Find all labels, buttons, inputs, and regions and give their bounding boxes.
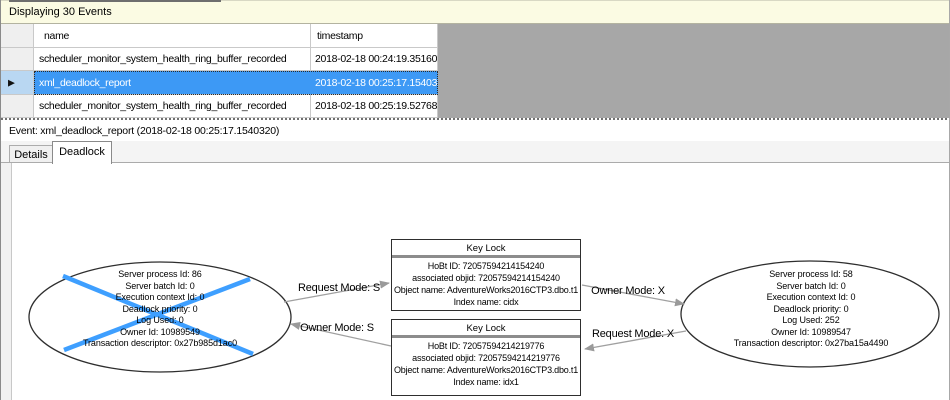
resource-title: Key Lock xyxy=(392,320,580,338)
edge-label-owner-x: Owner Mode: X xyxy=(591,285,665,297)
resource-attr: associated objid: 72057594214219776 xyxy=(412,353,560,363)
process-attr: Server batch Id: 0 xyxy=(776,280,846,291)
resource-attr: HoBt ID: 72057594214219776 xyxy=(427,341,545,351)
current-row-marker-icon: ▶ xyxy=(8,77,15,87)
resource-node-key-lock-top[interactable]: Key Lock HoBt ID: 72057594214154240 asso… xyxy=(391,239,581,311)
process-attr: Deadlock priority: 0 xyxy=(122,303,198,314)
cell-name[interactable]: scheduler_monitor_system_health_ring_buf… xyxy=(34,48,311,71)
cell-timestamp-text: 2018-02-18 00:24:19.3516078 xyxy=(315,53,438,65)
cell-timestamp[interactable]: 2018-02-18 00:25:17.1540320 xyxy=(311,71,438,95)
resource-title: Key Lock xyxy=(392,240,580,258)
cell-name-text: scheduler_monitor_system_health_ring_buf… xyxy=(39,53,287,65)
tab-details[interactable]: Details xyxy=(9,145,53,163)
info-bar: Displaying 30 Events xyxy=(1,0,949,24)
resource-attr: Index name: cidx xyxy=(453,297,519,307)
row-header-cell[interactable] xyxy=(1,48,34,71)
process-attr: Transaction descriptor: 0x27b985d1ac0 xyxy=(82,338,238,348)
resource-attr: associated objid: 72057594214154240 xyxy=(412,273,560,283)
column-header-name-label: name xyxy=(44,29,70,42)
cell-name[interactable]: xml_deadlock_report xyxy=(34,71,311,95)
events-grid: name timestamp scheduler_monitor_system_… xyxy=(1,24,438,118)
process-attr: Owner Id: 10989547 xyxy=(771,326,851,337)
cell-timestamp-text: 2018-02-18 00:25:17.1540320 xyxy=(315,76,438,89)
info-bar-text: Displaying 30 Events xyxy=(9,6,112,18)
table-row[interactable]: scheduler_monitor_system_health_ring_buf… xyxy=(1,48,438,71)
grid-corner-cell xyxy=(1,24,34,48)
grid-header-row: name timestamp xyxy=(1,24,438,48)
resource-node-key-lock-bottom[interactable]: Key Lock HoBt ID: 72057594214219776 asso… xyxy=(391,319,581,396)
resource-attr: Index name: idx1 xyxy=(453,377,519,387)
victim-cross-icon xyxy=(63,276,251,353)
process-ellipse-survivor[interactable] xyxy=(680,260,940,368)
process-node-victim[interactable]: Server process Id: 86 Server batch Id: 0… xyxy=(40,269,280,350)
resource-attr: Object name: AdventureWorks2016CTP3.dbo.… xyxy=(393,285,579,295)
edge-request-x xyxy=(584,330,687,352)
edge-request-s xyxy=(283,280,390,303)
process-attr: Log Used: 0 xyxy=(136,315,184,325)
tab-deadlock[interactable]: Deadlock xyxy=(52,141,112,164)
tab-strip: Details Deadlock xyxy=(1,141,949,164)
process-attr: Owner Id: 10989549 xyxy=(120,326,200,337)
selected-row-focus: xml_deadlock_report 2018-02-18 00:25:17.… xyxy=(34,71,438,95)
process-attr: Execution context Id: 0 xyxy=(766,292,856,302)
row-header-cell[interactable] xyxy=(1,95,34,118)
process-attr: Log Used: 252 xyxy=(782,315,840,325)
cell-timestamp[interactable]: 2018-02-18 00:24:19.3516078 xyxy=(311,48,438,71)
cell-name-text: xml_deadlock_report xyxy=(39,76,131,89)
deadlock-graph xyxy=(28,260,940,373)
cell-name-text: scheduler_monitor_system_health_ring_buf… xyxy=(39,100,287,112)
pane-splitter[interactable] xyxy=(1,118,949,122)
event-header-text: Event: xml_deadlock_report (2018-02-18 0… xyxy=(9,125,280,137)
edge-label-owner-s: Owner Mode: S xyxy=(300,322,374,334)
column-header-name[interactable]: name xyxy=(34,24,311,48)
tab-deadlock-label: Deadlock xyxy=(59,146,105,158)
column-header-timestamp-label: timestamp xyxy=(317,29,363,42)
process-attr: Deadlock priority: 0 xyxy=(773,303,849,314)
edge-owner-s xyxy=(290,322,392,347)
top-edge-artifact xyxy=(9,0,221,2)
cell-timestamp[interactable]: 2018-02-18 00:25:19.5276859 xyxy=(311,95,438,118)
resource-attr: Object name: AdventureWorks2016CTP3.dbo.… xyxy=(393,365,579,375)
process-attr: Transaction descriptor: 0x27ba15a4490 xyxy=(733,338,889,348)
column-header-timestamp[interactable]: timestamp xyxy=(311,24,438,48)
process-attr: Server process Id: 58 xyxy=(769,269,853,279)
edge-owner-x xyxy=(581,284,685,307)
process-node-survivor[interactable]: Server process Id: 58 Server batch Id: 0… xyxy=(691,269,931,350)
event-header-line: Event: xml_deadlock_report (2018-02-18 0… xyxy=(1,122,949,141)
cell-timestamp-text: 2018-02-18 00:25:19.5276859 xyxy=(315,100,438,112)
cell-name[interactable]: scheduler_monitor_system_health_ring_buf… xyxy=(34,95,311,118)
resource-attr: HoBt ID: 72057594214154240 xyxy=(427,261,545,271)
table-row[interactable]: scheduler_monitor_system_health_ring_buf… xyxy=(1,95,438,118)
row-header-cell[interactable]: ▶ xyxy=(1,71,34,95)
deadlock-tab-page: Server process Id: 86 Server batch Id: 0… xyxy=(1,163,949,400)
grid-backdrop xyxy=(438,24,949,118)
resource-details: HoBt ID: 72057594214219776 associated ob… xyxy=(392,338,580,388)
edge-label-request-s: Request Mode: S xyxy=(298,282,380,294)
edge-label-request-x: Request Mode: X xyxy=(592,328,674,340)
tab-details-label: Details xyxy=(14,149,48,161)
table-row-selected[interactable]: ▶ xml_deadlock_report 2018-02-18 00:25:1… xyxy=(1,71,438,95)
process-attr: Server process Id: 86 xyxy=(118,269,202,279)
process-attr: Execution context Id: 0 xyxy=(115,292,205,302)
resource-details: HoBt ID: 72057594214154240 associated ob… xyxy=(392,258,580,308)
process-attr: Server batch Id: 0 xyxy=(125,280,195,291)
